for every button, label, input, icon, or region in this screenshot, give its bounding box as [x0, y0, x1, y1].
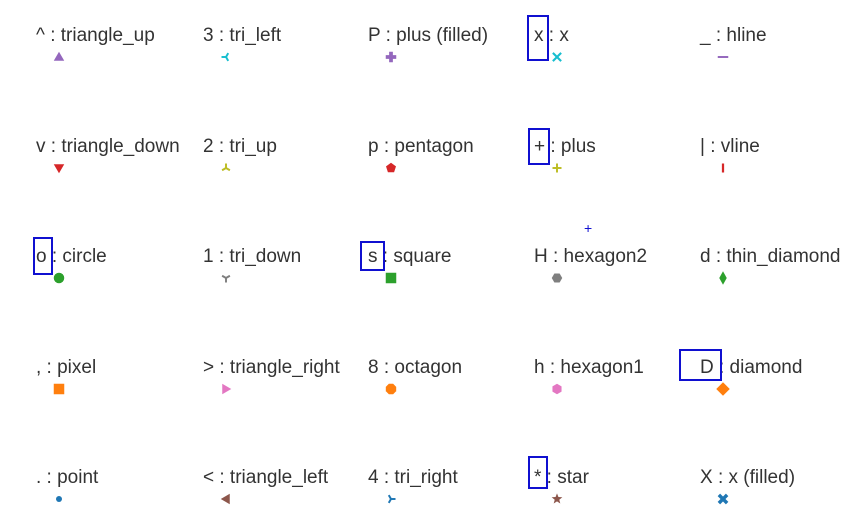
tri-right-marker-icon [387, 494, 396, 504]
stray-plus-mark: + [584, 220, 593, 236]
triangle-down-marker-icon [53, 164, 65, 174]
marker-label: 4 : tri_right [368, 467, 458, 488]
marker-label: x : x [534, 25, 569, 46]
pixel-marker-icon [53, 383, 65, 395]
thin-diamond-marker-icon [719, 271, 727, 285]
hexagon1-marker-icon [552, 383, 562, 395]
marker-label: 1 : tri_down [203, 246, 302, 267]
highlight-box [527, 15, 549, 61]
marker-cell-square: s : square [368, 246, 528, 306]
triangle-left-marker-icon [220, 493, 230, 505]
circle-marker-icon [53, 272, 65, 284]
marker-cell-pentagon: p : pentagon [368, 136, 528, 196]
x-filled-marker-icon [717, 493, 729, 505]
marker-label: , : pixel [36, 357, 97, 378]
diamond-marker-icon [716, 382, 730, 396]
octagon-marker-icon [385, 383, 397, 395]
pentagon-marker-icon [386, 162, 396, 173]
marker-label: < : triangle_left [203, 467, 329, 488]
marker-cell-circle: o : circle [36, 246, 196, 306]
marker-label: D : diamond [700, 357, 803, 378]
marker-label: | : vline [700, 136, 760, 157]
plus-filled-marker-icon [385, 51, 397, 63]
marker-label: 3 : tri_left [203, 25, 282, 46]
marker-cell-tri-down: 1 : tri_down [203, 246, 363, 306]
marker-cell-octagon: 8 : octagon [368, 357, 528, 417]
hexagon2-marker-icon [551, 273, 563, 283]
marker-label: p : pentagon [368, 136, 474, 157]
marker-label: 8 : octagon [368, 357, 463, 378]
marker-label: 2 : tri_up [203, 136, 277, 157]
tri-up-marker-icon [221, 163, 231, 172]
triangle-right-marker-icon [222, 383, 232, 395]
marker-label: P : plus (filled) [368, 25, 489, 46]
marker-cell-thin-diamond: d : thin_diamond [700, 246, 860, 306]
marker-cell-hline: _ : hline [700, 25, 860, 85]
tri-left-marker-icon [221, 52, 230, 62]
marker-label: X : x (filled) [700, 467, 796, 488]
marker-cell-hexagon1: h : hexagon1 [534, 357, 694, 417]
marker-cell-triangle-down: v : triangle_down [36, 136, 196, 196]
marker-cell-triangle-left: < : triangle_left [203, 467, 363, 527]
vline-marker-icon [721, 163, 725, 173]
marker-cell-plus: + : plus [534, 136, 694, 196]
tri-down-marker-icon [221, 274, 231, 283]
marker-cell-pixel: , : pixel [36, 357, 196, 417]
hline-marker-icon [717, 56, 729, 58]
marker-cell-tri-up: 2 : tri_up [203, 136, 363, 196]
marker-label: H : hexagon2 [534, 246, 648, 267]
star-marker-icon [551, 493, 563, 504]
marker-cell-point: . : point [36, 467, 196, 527]
point-marker-icon [56, 496, 62, 502]
marker-label: v : triangle_down [36, 136, 180, 157]
marker-label: h : hexagon1 [534, 357, 644, 378]
marker-cell-x-filled: X : x (filled) [700, 467, 860, 527]
marker-cell-triangle-up: ^ : triangle_up [36, 25, 196, 85]
highlight-box [528, 456, 548, 489]
highlight-box [528, 128, 550, 165]
marker-label: o : circle [36, 246, 107, 267]
plus-marker-icon [552, 163, 562, 173]
marker-label: > : triangle_right [203, 357, 340, 378]
highlight-box [33, 237, 53, 275]
marker-cell-x: x : x [534, 25, 694, 85]
marker-cell-diamond: D : diamond [700, 357, 860, 417]
marker-label: s : square [368, 246, 452, 267]
marker-cell-tri-right: 4 : tri_right [368, 467, 528, 527]
marker-cell-triangle-right: > : triangle_right [203, 357, 363, 417]
marker-cell-hexagon2: H : hexagon2 [534, 246, 694, 306]
marker-cell-star: * : star [534, 467, 694, 527]
marker-label: d : thin_diamond [700, 246, 841, 267]
highlight-box [679, 349, 722, 381]
highlight-box [360, 241, 385, 271]
marker-label: ^ : triangle_up [36, 25, 155, 46]
marker-label: . : point [36, 467, 99, 488]
marker-label: _ : hline [700, 25, 767, 46]
triangle-up-marker-icon [53, 51, 65, 61]
marker-cell-tri-left: 3 : tri_left [203, 25, 363, 85]
marker-cell-plus-filled: P : plus (filled) [368, 25, 528, 85]
marker-cell-vline: | : vline [700, 136, 860, 196]
x-marker-icon [552, 52, 562, 62]
square-marker-icon [385, 272, 397, 284]
